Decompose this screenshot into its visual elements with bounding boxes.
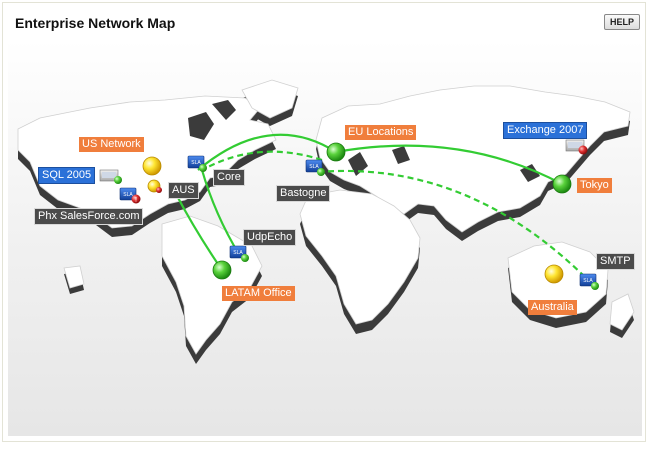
svg-text:SLA: SLA (309, 164, 319, 170)
help-button[interactable]: HELP (603, 14, 640, 30)
label-bastogne[interactable]: Bastogne (276, 185, 331, 202)
label-core[interactable]: Core (213, 169, 245, 186)
label-latam-office[interactable]: LATAM Office (222, 286, 295, 301)
page-title: Enterprise Network Map (15, 15, 176, 31)
latam-status-orb[interactable] (212, 260, 232, 280)
svg-text:!: ! (135, 198, 137, 204)
label-sql-2005[interactable]: SQL 2005 (38, 167, 96, 184)
server-icon-core[interactable]: SLA (187, 155, 207, 172)
label-phx-salesforce[interactable]: Phx SalesForce.com (34, 208, 144, 225)
svg-text:SLA: SLA (191, 160, 201, 166)
land-detail-layer (188, 100, 540, 182)
server-icon-sql[interactable] (99, 169, 122, 184)
us-network-status-orb[interactable] (142, 156, 162, 176)
location-nodes (142, 142, 572, 284)
label-smtp[interactable]: SMTP (596, 253, 635, 270)
label-australia[interactable]: Australia (528, 300, 577, 315)
server-icon-bastogne[interactable]: SLA (305, 159, 325, 176)
aus-error-dot (156, 187, 162, 193)
label-udpecho[interactable]: UdpEcho (243, 229, 297, 246)
link-eu-to-us-dashed (205, 150, 323, 169)
label-exchange-2007[interactable]: Exchange 2007 (503, 122, 588, 139)
link-us-to-eu (197, 133, 337, 171)
australia-status-orb[interactable] (544, 264, 564, 284)
label-us-network[interactable]: US Network (79, 137, 144, 152)
label-aus[interactable]: AUS (168, 182, 199, 199)
link-eu-to-australia-dashed (317, 169, 593, 285)
label-eu-locations[interactable]: EU Locations (345, 125, 417, 140)
server-icon-smtp[interactable]: SLA (579, 273, 599, 290)
svg-text:SLA: SLA (123, 192, 133, 198)
link-eu-to-tokyo (335, 144, 563, 185)
label-tokyo[interactable]: Tokyo (577, 178, 612, 193)
tokyo-status-orb[interactable] (552, 174, 572, 194)
svg-text:SLA: SLA (233, 250, 243, 256)
eu-status-orb[interactable] (326, 142, 346, 162)
server-icon-udpecho[interactable]: SLA (229, 245, 249, 262)
server-icon-phx[interactable]: SLA ! (119, 187, 141, 204)
server-icon-exchange[interactable] (565, 139, 588, 155)
svg-text:SLA: SLA (583, 278, 593, 284)
